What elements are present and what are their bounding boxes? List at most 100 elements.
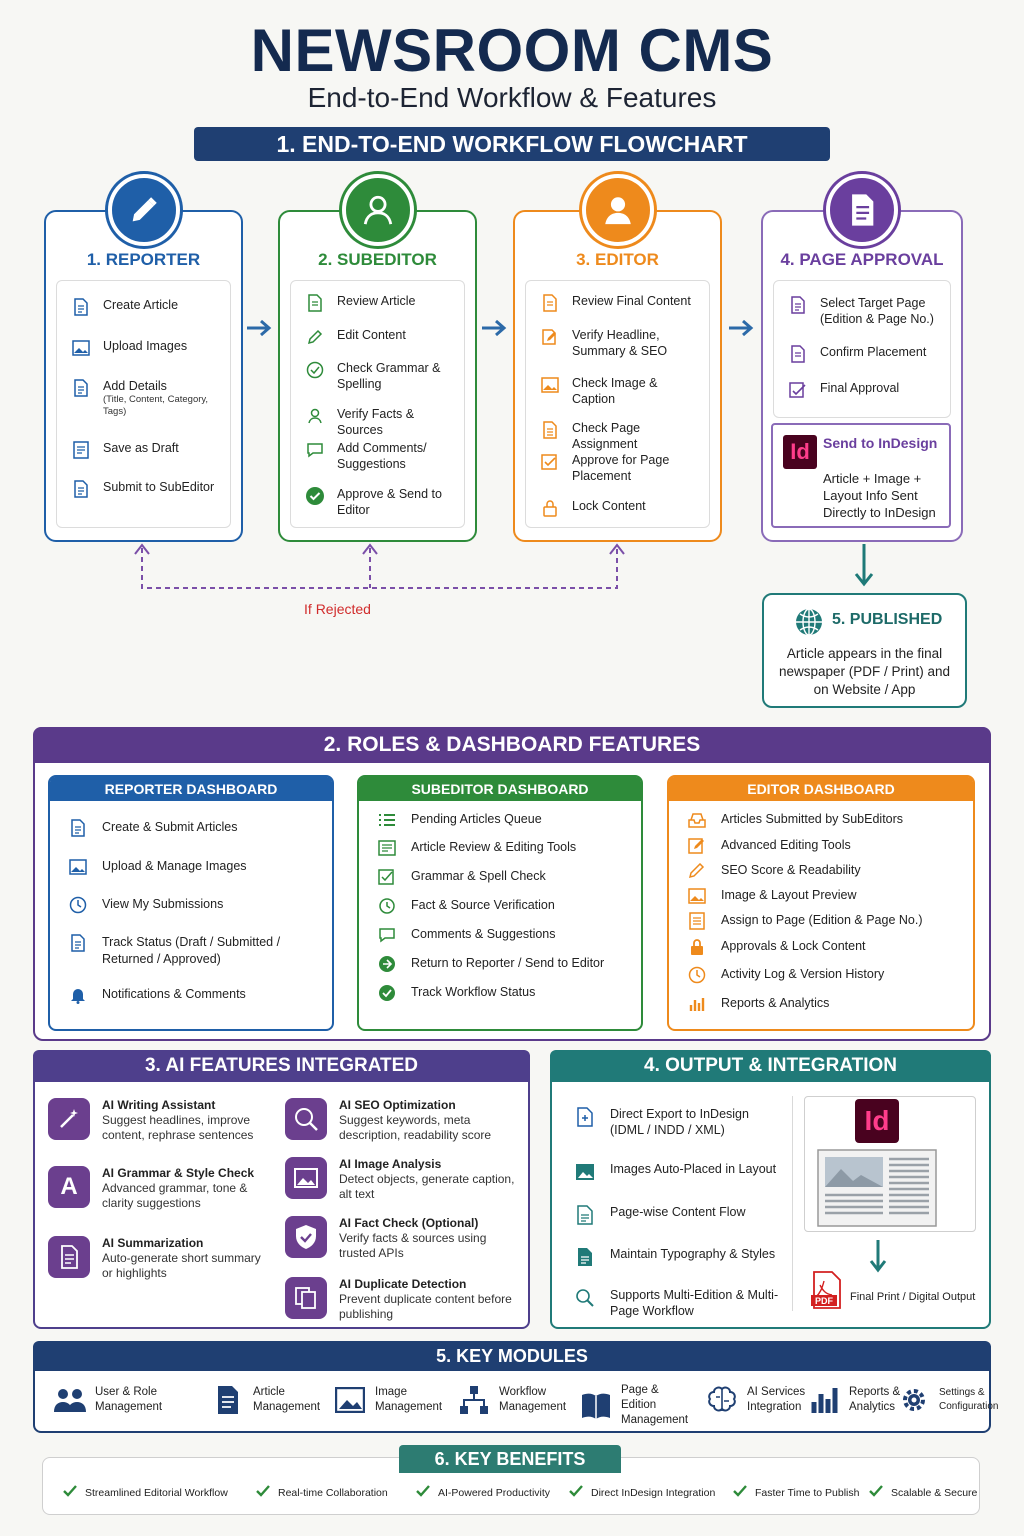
module-item: User & Role Management <box>53 1383 193 1417</box>
ai-banner: 3. AI FEATURES INTEGRATED <box>33 1050 530 1082</box>
dashboard-title: EDITOR DASHBOARD <box>669 777 973 801</box>
published-card: 5. PUBLISHED Article appears in the fina… <box>762 593 967 708</box>
user-icon <box>581 174 654 246</box>
bar-chart-icon <box>807 1383 841 1417</box>
output-item: Supports Multi-Edition & Multi-Page Work… <box>574 1287 784 1319</box>
ai-section: 3. AI FEATURES INTEGRATED AI Writing Ass… <box>33 1050 530 1329</box>
editor-dashboard: EDITOR DASHBOARD Articles Submitted by S… <box>667 775 975 1031</box>
final-output-label: Final Print / Digital Output <box>850 1291 976 1303</box>
benefit-label: Scalable & Secure <box>891 1486 978 1499</box>
benefits-banner: 6. KEY BENEFITS <box>399 1445 621 1473</box>
indesign-logo: Id <box>783 435 817 469</box>
dashboard-title: REPORTER DASHBOARD <box>50 777 332 801</box>
dashboard-item: Fact & Source Verification <box>411 898 555 912</box>
output-item: Direct Export to InDesign (IDML / INDD /… <box>574 1106 784 1138</box>
benefit-label: Streamlined Editorial Workflow <box>85 1486 228 1499</box>
dashboard-item: Activity Log & Version History <box>721 967 885 981</box>
shield-check-icon <box>285 1216 327 1258</box>
step-label: Select Target Page (Edition & Page No.) <box>820 296 934 326</box>
rejection-loop <box>134 543 625 589</box>
step-label: Save as Draft <box>103 441 179 455</box>
page-subtitle: End-to-End Workflow & Features <box>307 82 717 113</box>
check-icon <box>416 1485 430 1500</box>
module-item: Workflow Management <box>457 1383 577 1417</box>
edit-doc-icon <box>540 327 560 347</box>
benefit-label: Direct InDesign Integration <box>591 1486 716 1499</box>
dashboard-item: Upload & Manage Images <box>102 859 247 873</box>
output-item-label: Supports Multi-Edition & Multi-Page Work… <box>610 1288 779 1318</box>
dashboard-item: Image & Layout Preview <box>721 888 857 902</box>
indesign-title: Send to InDesign <box>823 435 938 451</box>
modules-banner: 5. KEY MODULES <box>33 1341 991 1371</box>
inbox-icon <box>687 811 707 829</box>
step-label: Final Approval <box>820 381 900 395</box>
document-icon <box>71 479 91 499</box>
reporter-dashboard: REPORTER DASHBOARD Create & Submit Artic… <box>48 775 334 1031</box>
seo-icon <box>285 1098 327 1140</box>
document-icon <box>71 378 91 398</box>
benefit-item: Real-time Collaboration <box>256 1485 388 1500</box>
benefit-label: Real-time Collaboration <box>278 1486 388 1499</box>
step-label: Verify Facts & Sources <box>337 407 415 437</box>
benefit-item: Direct InDesign Integration <box>569 1485 715 1500</box>
page-assign-icon <box>687 912 707 930</box>
ai-feature-title: AI Summarization <box>102 1236 204 1250</box>
clock-icon <box>68 896 88 914</box>
comment-icon <box>305 440 325 460</box>
benefit-label: Faster Time to Publish <box>755 1486 860 1499</box>
dashboard-item: Notifications & Comments <box>102 987 246 1001</box>
dashboard-item: Assign to Page (Edition & Page No.) <box>721 913 923 927</box>
bar-chart-icon <box>687 995 707 1013</box>
document-icon <box>211 1383 245 1417</box>
benefit-label: AI-Powered Productivity <box>438 1486 551 1499</box>
image-icon <box>285 1157 327 1199</box>
ai-feature-desc: Detect objects, generate caption, alt te… <box>339 1172 515 1201</box>
image-icon <box>68 858 88 876</box>
history-icon <box>687 966 707 984</box>
summary-icon <box>48 1236 90 1278</box>
return-icon <box>377 955 397 973</box>
spellcheck-icon <box>305 360 325 380</box>
list-icon <box>377 811 397 829</box>
dashboard-item: Articles Submitted by SubEditors <box>721 812 904 826</box>
ai-feature-title: AI Fact Check (Optional) <box>339 1216 479 1230</box>
seo-pen-icon <box>687 862 707 880</box>
rejected-label: If Rejected <box>304 601 371 617</box>
roles-banner: 2. ROLES & DASHBOARD FEATURES <box>33 727 991 763</box>
magic-wand-icon <box>48 1098 90 1140</box>
stage-title: 1. REPORTER <box>86 250 201 269</box>
image-icon <box>574 1161 596 1183</box>
brain-icon <box>705 1383 739 1417</box>
ai-feature-title: AI Image Analysis <box>339 1157 442 1171</box>
ai-feature-desc: Verify facts & sources using trusted API… <box>339 1231 487 1260</box>
indesign-box: Id Send to InDesign Article + Image + La… <box>771 423 951 528</box>
ai-feature-title: AI Duplicate Detection <box>339 1277 467 1291</box>
subeditor-dashboard: SUBEDITOR DASHBOARD Pending Articles Que… <box>357 775 643 1031</box>
down-arrow <box>854 544 874 587</box>
step-label: Check Page Assignment <box>572 421 641 451</box>
module-label: Workflow Management <box>499 1386 567 1413</box>
stage-title: 3. EDITOR <box>576 250 659 269</box>
step-label: Upload Images <box>103 339 188 353</box>
check-circle-icon <box>377 984 397 1002</box>
step-label: Verify Headline, Summary & SEO <box>572 328 668 358</box>
pdf-icon: PDF <box>810 1271 842 1309</box>
step-label: Review Article <box>337 294 416 308</box>
output-item: Maintain Typography & Styles <box>574 1246 784 1268</box>
comment-icon <box>377 926 397 944</box>
document-icon <box>826 174 898 246</box>
page-title: NEWSROOM CMS <box>250 17 774 84</box>
duplicate-icon <box>285 1277 327 1319</box>
flow-arrow <box>247 319 272 337</box>
step-label: Check Image & Caption <box>572 376 658 406</box>
step-label: Submit to SubEditor <box>103 480 215 494</box>
dashboard-item: Reports & Analytics <box>721 996 830 1010</box>
user-icon <box>305 406 325 426</box>
down-arrow <box>869 1240 887 1273</box>
indesign-logo: Id <box>855 1099 899 1143</box>
check-icon <box>569 1485 583 1500</box>
stage-editor-card: 3. EDITOR Review Final Content Verify He… <box>513 174 722 542</box>
